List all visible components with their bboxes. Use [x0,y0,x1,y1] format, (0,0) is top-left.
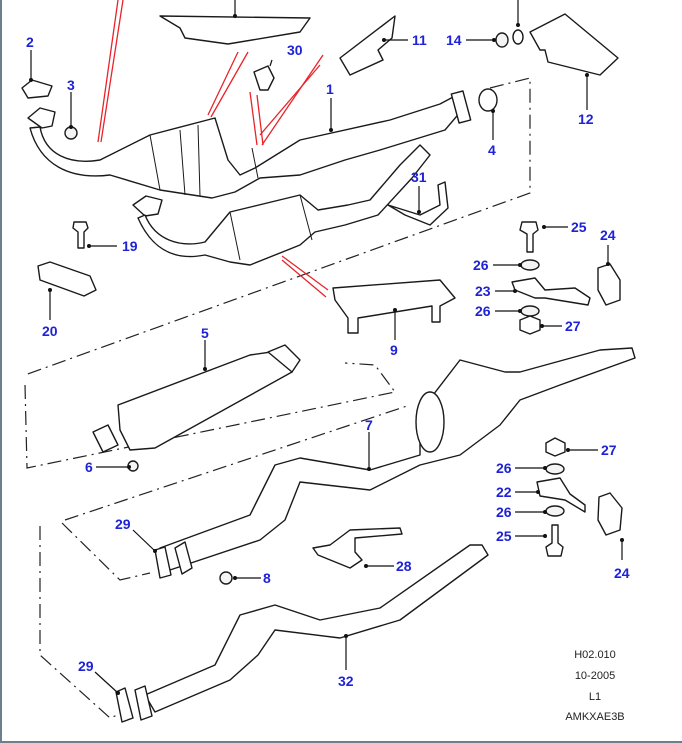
part-intermediate-silencer[interactable] [92,344,301,453]
part-front-pipe-branch[interactable] [132,144,431,266]
part-bolt-25a[interactable] [519,221,539,253]
callout-26-3[interactable]: 26 [496,460,512,476]
group-outline-lower [39,404,411,719]
part-washer-26b[interactable] [520,305,540,317]
callout-23[interactable]: 23 [475,283,491,299]
part-front-pipe-catalyst[interactable] [27,90,472,199]
part-heat-shield-11[interactable] [339,15,396,76]
callout-32[interactable]: 32 [338,673,354,689]
part-rear-pipe-silencer[interactable] [159,347,636,575]
callout-22[interactable]: 22 [496,484,512,500]
part-bolt-25b[interactable] [545,524,564,557]
callout-4[interactable]: 4 [488,142,496,158]
callout-27-upper[interactable]: 27 [565,318,581,334]
callout-19[interactable]: 19 [122,238,138,254]
diagram-code: AMKXAE3B [565,711,625,723]
diagram-date: 10-2005 [574,670,616,682]
part-washer-26d[interactable] [545,505,565,517]
part-washer-26a[interactable] [520,259,540,271]
callout-30[interactable]: 30 [287,42,303,58]
group-outline-upper [24,77,531,376]
callout-11[interactable]: 11 [412,32,427,48]
part-bracket-22[interactable] [536,477,586,513]
callout-26-2[interactable]: 26 [475,303,491,319]
part-heat-shield-top[interactable] [159,15,311,45]
group-outline-silencer [24,362,397,469]
callout-27-lower[interactable]: 27 [601,442,617,458]
callout-2[interactable]: 2 [26,34,34,50]
callout-25-upper[interactable]: 25 [571,219,587,235]
callout-20[interactable]: 20 [42,323,58,339]
callout-25-lower[interactable]: 25 [496,528,512,544]
part-gasket-2[interactable] [21,79,53,99]
callout-9[interactable]: 9 [390,342,398,358]
callout-12[interactable]: 12 [578,111,594,127]
part-bracket-28[interactable] [312,527,403,569]
callout-24-upper[interactable]: 24 [600,227,616,243]
diagram-level: L1 [588,691,602,703]
group-outlines [24,77,531,719]
part-nut-27b[interactable] [545,437,566,457]
part-nut-27a[interactable] [519,315,541,335]
callout-24-lower[interactable]: 24 [614,565,630,581]
callouts: 1 2 3 4 5 6 7 8 9 11 12 14 19 20 22 23 2… [26,32,630,689]
part-rubber-mount-24b[interactable] [597,492,623,536]
callout-26-4[interactable]: 26 [496,504,512,520]
part-heat-shield-9[interactable] [332,279,456,334]
callout-31[interactable]: 31 [411,169,427,185]
part-gasket-29a[interactable] [154,546,172,579]
part-sensor-30[interactable] [253,65,275,91]
part-bracket-23[interactable] [511,277,591,306]
part-washer-14b[interactable] [512,29,524,45]
leader-lines [29,0,624,695]
heat-shield-links [97,0,329,298]
callout-7[interactable]: 7 [365,417,373,433]
callout-26-1[interactable]: 26 [473,257,489,273]
callout-3[interactable]: 3 [67,77,75,93]
callout-29-upper[interactable]: 29 [115,516,131,532]
diagram-ref: H02.010 [574,649,616,661]
part-nut-14[interactable] [495,32,509,48]
callout-29-lower[interactable]: 29 [78,658,94,674]
part-heat-shield-12[interactable] [529,13,619,76]
part-tailpipe[interactable] [134,544,489,721]
part-bolt-19[interactable] [72,221,89,249]
callout-5[interactable]: 5 [201,325,209,341]
part-bracket-31[interactable] [387,181,449,226]
part-washer-26c[interactable] [545,463,565,475]
part-nut-8[interactable] [219,571,233,585]
callout-1[interactable]: 1 [326,81,334,97]
part-plate-20[interactable] [37,261,97,297]
callout-6[interactable]: 6 [85,459,93,475]
part-rubber-mount-24a[interactable] [597,263,621,306]
callout-14[interactable]: 14 [446,32,462,48]
callout-8[interactable]: 8 [263,570,271,586]
callout-28[interactable]: 28 [396,558,412,574]
part-gasket-29b[interactable] [115,687,134,723]
part-ring-4[interactable] [478,88,498,112]
